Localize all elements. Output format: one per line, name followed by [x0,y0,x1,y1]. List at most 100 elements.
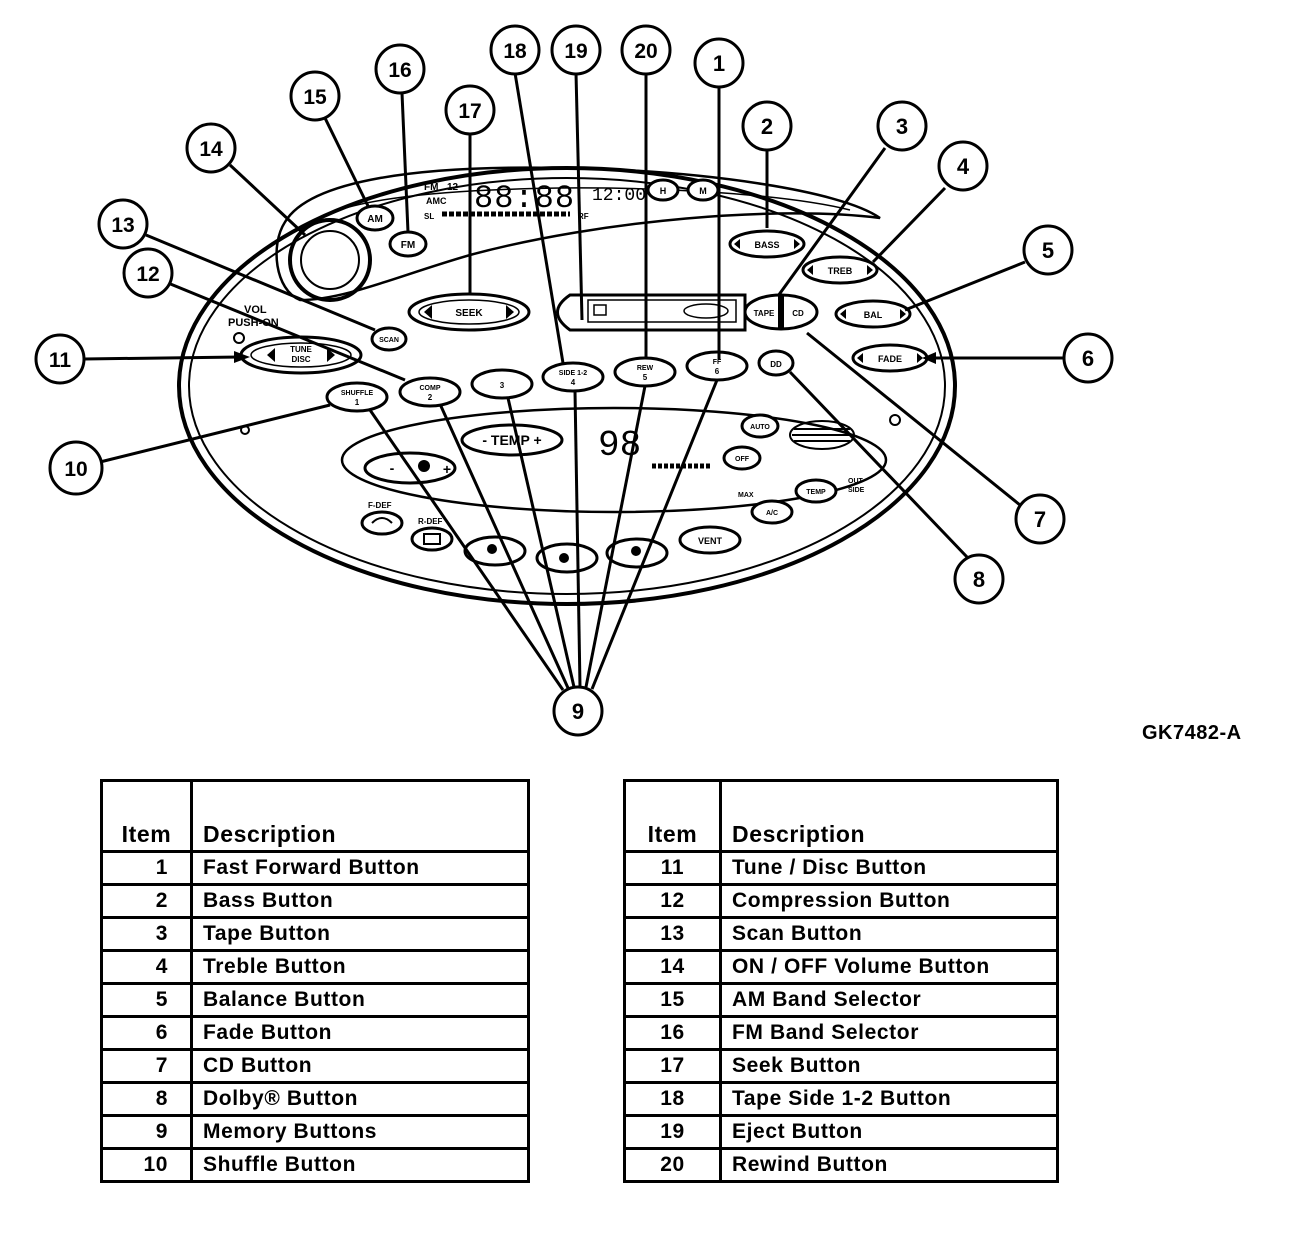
svg-text:18: 18 [503,40,527,63]
display-swoosh-inner [299,187,851,231]
legend-header-row: Item Description [623,779,1059,853]
seek-button[interactable]: SEEK [407,292,531,332]
legend-item-description: Bass Button [190,883,530,919]
fm-button[interactable]: FM [388,230,428,258]
svg-text:TAPE: TAPE [754,309,775,318]
callout-5: 5 [1022,224,1074,276]
callout-3: 3 [876,100,928,152]
r-def-label: R-DEF [418,517,443,526]
ff-button[interactable]: FF6 [685,350,749,382]
svg-text:- TEMP +: - TEMP + [482,432,541,448]
leader-lines [83,72,1064,691]
svg-text:AUTO: AUTO [750,424,770,431]
leader-11 [83,355,241,361]
svg-text:+: + [443,461,451,477]
legend-item-number: 13 [623,916,722,952]
dolby-button[interactable]: DD [757,349,795,377]
legend-item-description: Fade Button [190,1015,530,1051]
off-button[interactable]: OFF [722,445,762,471]
bal-button[interactable]: BAL [834,299,912,329]
max-label: MAX [738,492,754,499]
legend-item-description: Scan Button [719,916,1059,952]
temp-button[interactable]: - TEMP + [460,423,564,457]
mode-button-defrost[interactable] [605,537,669,569]
svg-text:REW: REW [637,365,654,372]
leader-14 [228,163,307,237]
svg-text:7: 7 [1034,507,1046,532]
leader-9a [368,409,565,691]
svg-text:FF: FF [713,359,722,366]
svg-text:1: 1 [355,398,360,407]
arrowhead-6 [922,352,936,364]
svg-text:SEEK: SEEK [455,308,483,319]
h-button[interactable]: H [646,178,680,202]
cassette-ams-button[interactable] [683,303,729,319]
radio-panel-diagram: FM 12 AMC 88:88 12:00 SL RF H M AM FM SC… [34,24,1114,737]
legend-item-number: 19 [623,1114,722,1150]
svg-text:15: 15 [303,86,327,109]
legend-item-description: Fast Forward Button [190,850,530,886]
cassette-dolby-logo [593,304,607,316]
svg-text:FM: FM [401,240,415,251]
legend-item-number: 11 [623,850,722,886]
svg-text:4: 4 [957,154,970,179]
svg-text:4: 4 [571,378,576,387]
legend-item-number: 4 [100,949,193,985]
bass-button[interactable]: BASS [728,229,806,259]
leader-18 [513,72,565,364]
legend-item-description: Eject Button [719,1114,1059,1150]
temp-mode-button[interactable]: TEMP [794,478,838,504]
memory-3-button[interactable]: 3 [470,368,534,400]
r-def-button[interactable] [410,526,454,552]
mode-button-floor[interactable] [535,542,599,574]
volume-knob[interactable] [288,218,372,302]
m-button[interactable]: M [686,178,720,202]
fade-button[interactable]: FADE [851,343,929,373]
svg-text:20: 20 [634,40,657,63]
auto-button[interactable]: AUTO [740,413,780,439]
svg-text:5: 5 [643,373,648,382]
f-def-label: F-DEF [368,501,392,510]
svg-text:VENT: VENT [698,536,723,546]
svg-text:17: 17 [458,100,481,123]
side-button[interactable]: SIDE 1-24 [541,361,605,393]
svg-text:SCAN: SCAN [379,337,399,344]
callout-15: 15 [289,70,341,122]
legend-item-description: AM Band Selector [719,982,1059,1018]
vent-button[interactable]: VENT [678,525,742,555]
svg-text:8: 8 [973,567,985,592]
callout-9: 9 [552,685,604,737]
scan-button[interactable]: SCAN [370,326,408,352]
leader-arrowheads [234,351,936,364]
callout-7: 7 [1014,493,1066,545]
legend-item-description: Tape Button [190,916,530,952]
callout-11: 11 [34,333,86,385]
f-def-button[interactable] [360,510,404,536]
callout-13: 13 [97,198,149,250]
legend-item-number: 5 [100,982,193,1018]
treb-button[interactable]: TREB [801,255,879,285]
leader-19 [574,72,584,321]
display-band-12: 12 [447,182,459,193]
callout-16: 16 [374,43,426,95]
leader-3 [776,147,887,297]
leader-9f [590,379,719,690]
leader-12 [167,281,406,382]
am-button[interactable]: AM [355,204,395,232]
ac-button[interactable]: A/C [750,499,794,525]
legend-item-number: 2 [100,883,193,919]
figure-id: GK7482-A [1142,722,1242,744]
volume-knob-center [300,230,360,290]
legend-item-number: 10 [100,1147,193,1183]
